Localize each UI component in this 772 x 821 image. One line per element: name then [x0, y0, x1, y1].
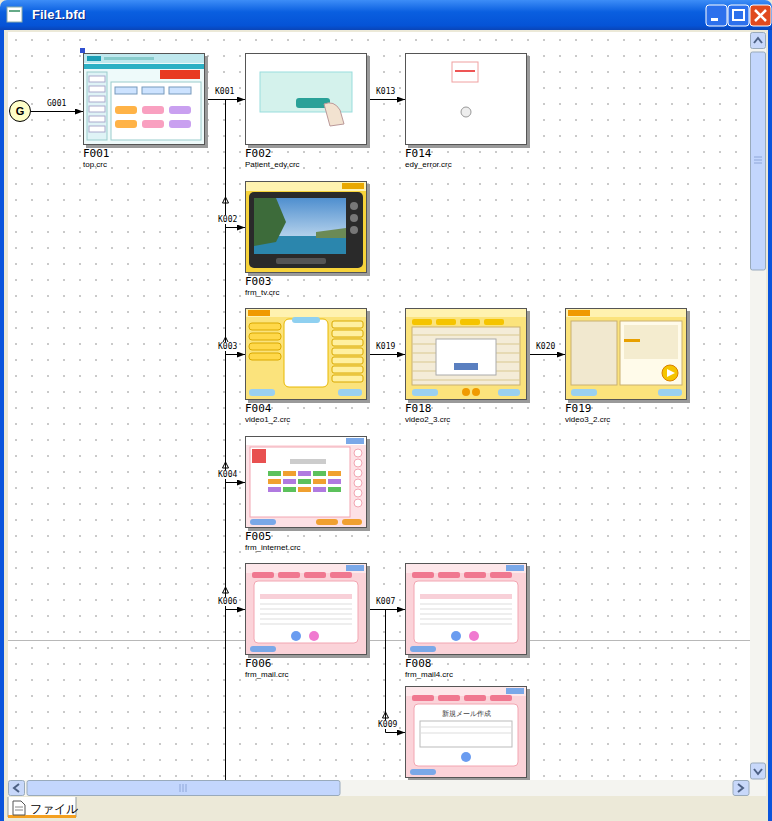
screen-node: F004video1_2.crc	[245, 308, 367, 424]
screen-id: F003	[245, 276, 367, 288]
start-circle: G	[9, 100, 31, 122]
connector	[367, 99, 405, 100]
file-name: edy_error.crc	[405, 160, 527, 169]
connector	[367, 610, 405, 733]
screen-id: F008	[405, 658, 527, 670]
file-name: frm_internet.crc	[245, 543, 367, 552]
file-name: frm_tv.crc	[245, 288, 367, 297]
file-name: video2_3.crc	[405, 415, 527, 424]
edge-label: K007	[375, 597, 396, 606]
screen-thumbnail	[245, 308, 367, 400]
screen-thumbnail	[245, 436, 367, 528]
edge-label: K009	[377, 720, 398, 729]
screen-node: F019video3_2.crc	[565, 308, 687, 424]
tab-bar	[4, 797, 768, 821]
edge-label: K020	[535, 342, 556, 351]
tab-label: ファイル	[30, 801, 78, 818]
screen-thumbnail	[565, 308, 687, 400]
edge-label: K001	[214, 87, 235, 96]
screen-node: 新規メール作成	[405, 686, 527, 778]
edge-label: K004	[217, 470, 238, 479]
screen-thumbnail	[405, 308, 527, 400]
window-frame	[768, 30, 772, 821]
screen-thumbnail	[405, 53, 527, 145]
edge-label: K013	[375, 87, 396, 96]
screen-id: F005	[245, 531, 367, 543]
screen-node: F018video2_3.crc	[405, 308, 527, 424]
start-label: G	[16, 105, 25, 117]
file-name: frm_mail4.crc	[405, 670, 527, 679]
screen-thumbnail	[245, 53, 367, 145]
edge-label: K006	[217, 597, 238, 606]
file-name: top.crc	[83, 160, 205, 169]
screen-node: F001top.crc	[83, 53, 205, 169]
title-bar: File1.bfd	[0, 0, 772, 30]
screen-id: F001	[83, 148, 205, 160]
screen-node: F003frm_tv.crc	[245, 181, 367, 297]
file-name: frm_mail.crc	[245, 670, 367, 679]
screen-node: F002Patient_edy.crc	[245, 53, 367, 169]
vertical-scrollbar	[750, 32, 766, 780]
window-title: File1.bfd	[32, 7, 85, 22]
screen-heading: 新規メール作成	[406, 709, 526, 719]
screen-thumbnail	[245, 181, 367, 273]
connector	[527, 354, 565, 355]
screen-id: F018	[405, 403, 527, 415]
file-name: video3_2.crc	[565, 415, 687, 424]
screen-node: F014edy_error.crc	[405, 53, 527, 169]
edge-label: G001	[46, 99, 67, 108]
screen-thumbnail	[245, 563, 367, 655]
screen-id: F006	[245, 658, 367, 670]
connector	[31, 111, 83, 112]
screen-id: F019	[565, 403, 687, 415]
file-name: video1_2.crc	[245, 415, 367, 424]
window-buttons	[0, 0, 772, 30]
screen-thumbnail: 新規メール作成	[405, 686, 527, 778]
screen-thumbnail	[83, 53, 205, 145]
diagram-canvas: GF001top.crcF002Patient_edy.crcF014edy_e…	[8, 32, 750, 780]
connector	[205, 100, 245, 610]
edge-label: K019	[375, 342, 396, 351]
edge-label: K002	[217, 215, 238, 224]
edge-label: K003	[217, 342, 238, 351]
screen-id: F004	[245, 403, 367, 415]
screen-node: F005frm_internet.crc	[245, 436, 367, 552]
screen-thumbnail	[405, 563, 527, 655]
connector	[367, 354, 405, 355]
screen-node: F008frm_mail4.crc	[405, 563, 527, 679]
screen-id: F014	[405, 148, 527, 160]
window-frame	[0, 30, 4, 821]
horizontal-scrollbar	[8, 780, 766, 796]
screen-id: F002	[245, 148, 367, 160]
screen-node: F006frm_mail.crc	[245, 563, 367, 679]
file-name: Patient_edy.crc	[245, 160, 367, 169]
